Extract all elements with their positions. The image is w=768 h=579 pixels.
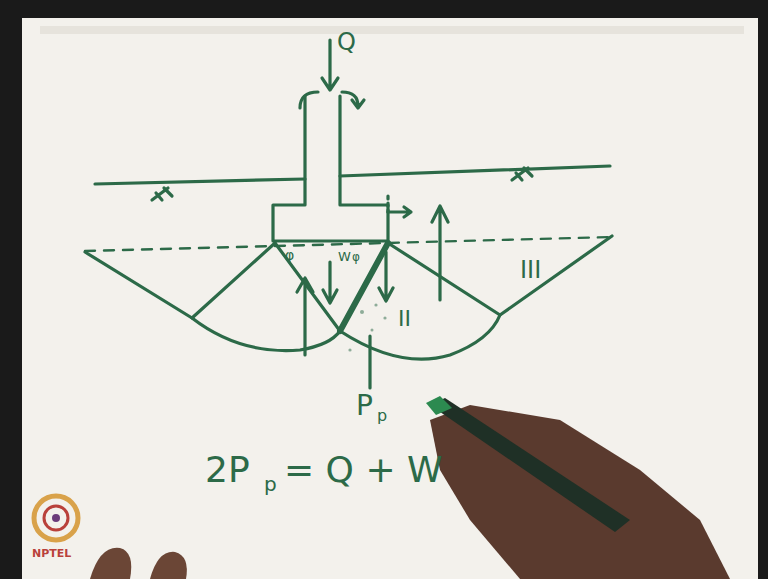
- angle-label: φ: [352, 251, 360, 263]
- paper-edge: [40, 26, 744, 34]
- force-arrow: [379, 252, 393, 301]
- passive-zone: [85, 243, 275, 318]
- water-table-line: [85, 237, 612, 251]
- force-label: P: [356, 392, 373, 420]
- weight-arrow: [323, 262, 337, 303]
- whiteboard-paper: [22, 18, 758, 579]
- zone-label: III: [520, 258, 541, 282]
- weight-label: W: [338, 250, 351, 263]
- passive-zone: [388, 236, 612, 315]
- small-arrow: [388, 207, 411, 217]
- heave-arrow: [432, 206, 448, 300]
- ground-hatch: [512, 168, 532, 180]
- hand: [90, 396, 730, 579]
- log-spiral: [340, 315, 500, 359]
- moment-arrow: [300, 92, 364, 108]
- load-label: Q: [337, 30, 356, 54]
- subscript-label: p: [264, 474, 277, 494]
- ground-line: [95, 179, 305, 184]
- log-spiral: [192, 318, 340, 351]
- equation-term: 2P: [205, 452, 250, 488]
- wedge-edge: [275, 243, 340, 331]
- ground-line: [340, 166, 610, 176]
- dotted-line: [386, 196, 389, 212]
- reaction-arrow: [297, 278, 313, 355]
- footing: [273, 96, 388, 241]
- equation-term: = Q + W: [284, 452, 443, 488]
- load-arrow: [322, 40, 338, 90]
- passive-force-line: [368, 336, 371, 388]
- subscript-label: p: [377, 408, 387, 424]
- ground-hatch: [152, 188, 172, 200]
- watermark: NPTEL: [32, 548, 71, 559]
- zone-label: II: [398, 308, 411, 330]
- logo-mark: [34, 496, 78, 540]
- angle-label: φ: [285, 248, 294, 262]
